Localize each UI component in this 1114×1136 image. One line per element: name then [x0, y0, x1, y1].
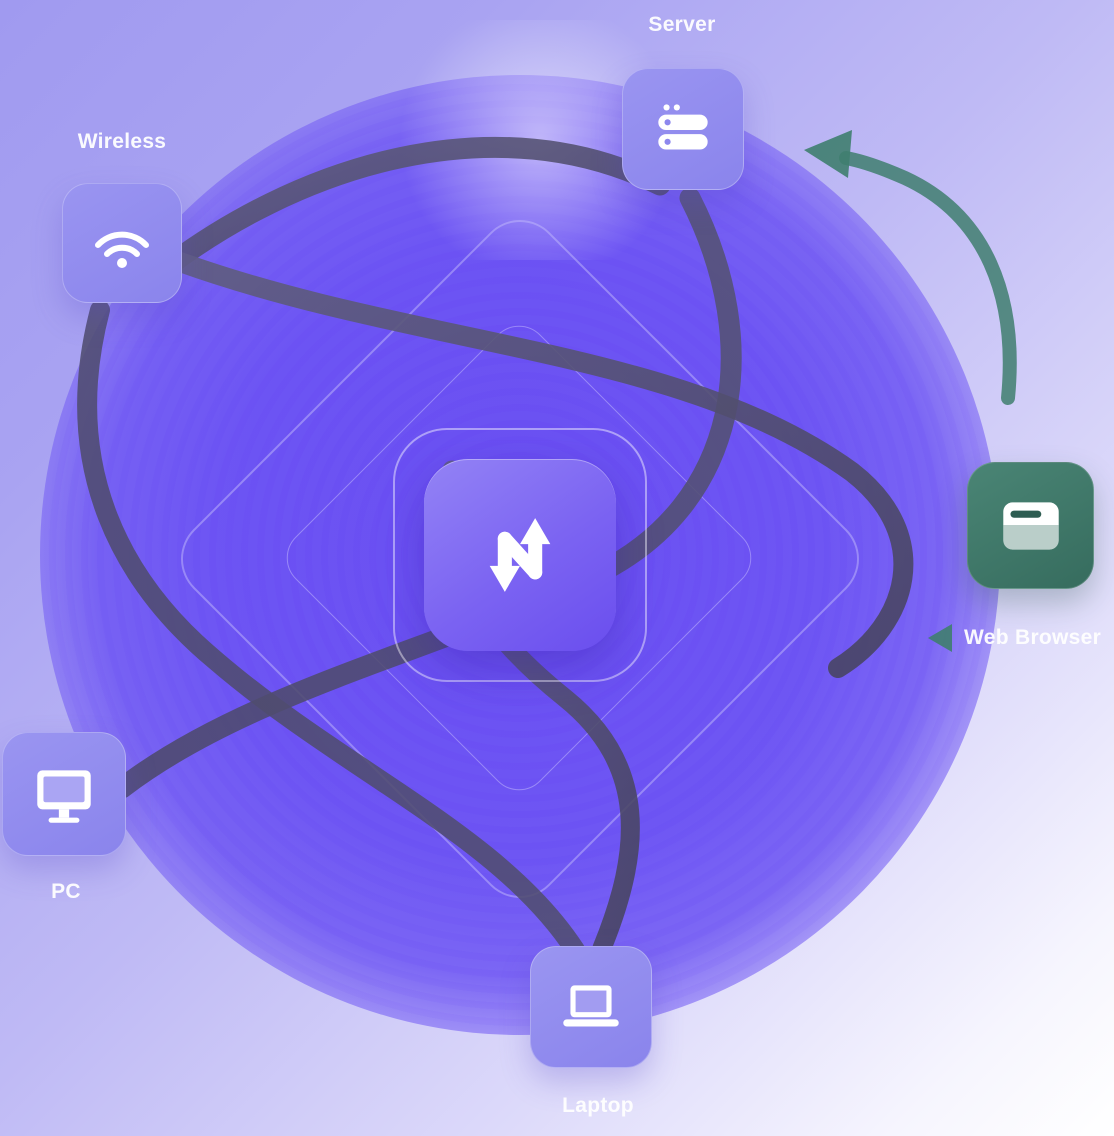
- pc-node: [2, 732, 126, 856]
- server-icon: [658, 104, 708, 150]
- teal-arrow-head: [804, 130, 852, 178]
- wireless-label: Wireless: [77, 130, 167, 153]
- browser-node: [967, 462, 1094, 589]
- laptop-icon: [563, 985, 619, 1027]
- server-node: [622, 68, 744, 190]
- wifi-icon: [95, 231, 149, 268]
- core-node-outline: [393, 428, 647, 682]
- left-arrowhead-icon: [928, 624, 952, 652]
- browser-label: Web Browser: [964, 626, 1102, 649]
- browser-caption: Web Browser: [928, 624, 1101, 652]
- laptop-label: Laptop: [562, 1094, 634, 1117]
- data-transfer-n-icon: [489, 518, 551, 592]
- pc-label: PC: [51, 880, 81, 903]
- laptop-node: [530, 946, 652, 1068]
- core-node: [424, 459, 616, 651]
- browser-icon: [1002, 501, 1059, 550]
- server-label: Server: [648, 13, 716, 36]
- monitor-icon: [37, 770, 91, 823]
- wireless-node: [62, 183, 182, 303]
